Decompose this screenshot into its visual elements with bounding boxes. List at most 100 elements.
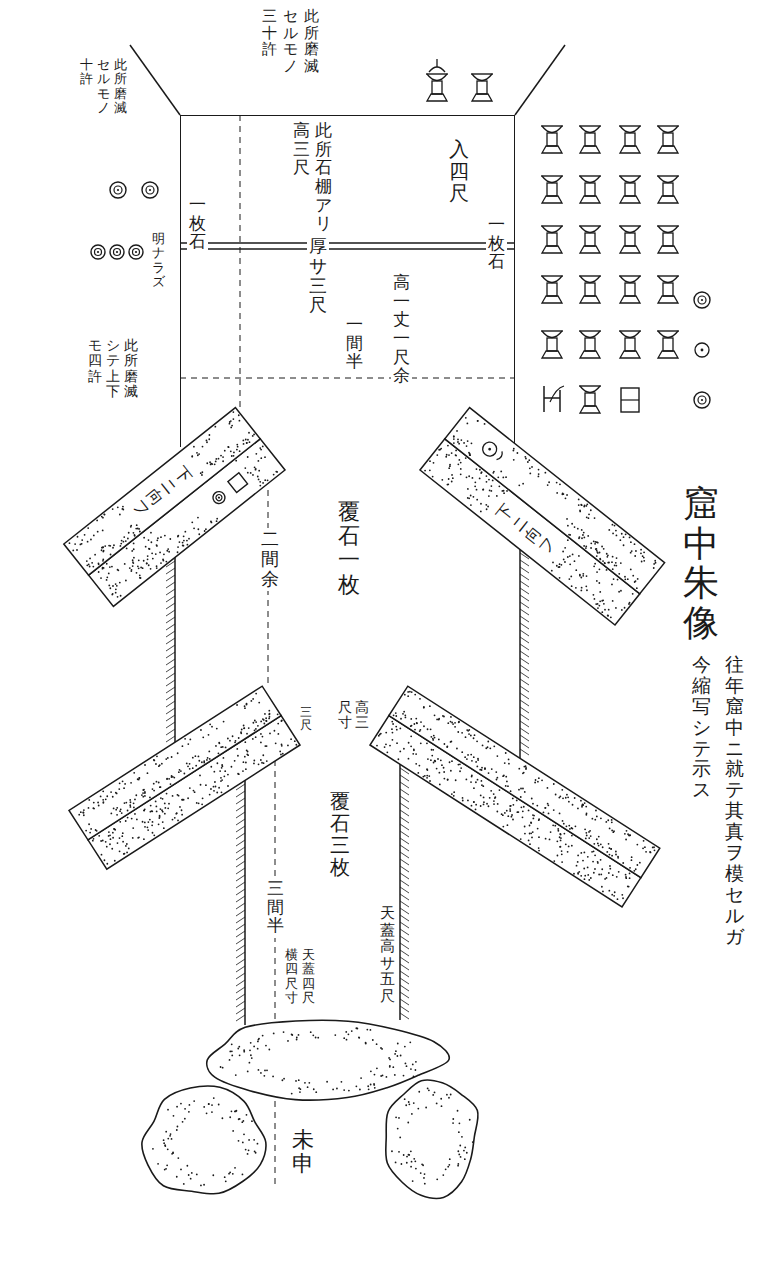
stipple-dot [398,1117,400,1119]
stipple-dot [538,473,540,475]
stipple-dot [125,820,127,822]
wear-note: 此所磨滅 セルモノ 三十許 [262,8,319,76]
stipple-dot [69,542,71,544]
stipple-dot [193,527,195,529]
passage-wall [399,764,401,1020]
box-divider [621,399,639,400]
stipple-dot [581,529,583,531]
stipple-dot [505,476,507,478]
stipple-dot [643,551,645,553]
stipple-dot [141,794,143,796]
stipple-dot [418,765,420,767]
stipple-dot [266,745,268,747]
vessel-base [580,351,600,358]
stipple-dot [404,714,406,716]
stipple-dot [170,783,172,785]
stipple-dot [474,481,476,483]
stipple-dot [222,746,224,748]
stipple-dot [593,540,595,542]
vessel-bowl [542,276,562,283]
stipple-dot [448,467,450,469]
stipple-dot [147,772,149,774]
stipple-dot [582,804,584,806]
stipple-dot [596,541,598,543]
stipple-dot [155,806,157,808]
stipple-dot [100,796,102,798]
stipple-dot [257,1143,259,1145]
wall-hatch [400,824,409,830]
wall-hatch [520,644,529,650]
stipple-dot [479,478,481,480]
stipple-dot [576,865,578,867]
stipple-dot [227,774,229,776]
stipple-dot [312,1034,314,1036]
stipple-dot [257,476,259,478]
stipple-dot [577,872,579,874]
stipple-dot [474,734,476,736]
stipple-dot [133,532,135,534]
stipple-dot [590,547,592,549]
stipple-dot [643,560,645,562]
stipple-dot [599,568,601,570]
stipple-dot [594,598,596,600]
stipple-dot [476,766,478,768]
stipple-dot [501,490,503,492]
stipple-dot [568,578,570,580]
stipple-dot [565,797,567,799]
stipple-dot [223,721,225,723]
stipple-dot [121,508,123,510]
stipple-dot [470,495,472,497]
stipple-dot [473,737,475,739]
stipple-dot [630,552,632,554]
stipple-dot [438,718,440,720]
stipple-dot [559,563,561,565]
stipple-dot [110,554,112,556]
stipple-dot [529,833,531,835]
stipple-dot [496,755,498,757]
stipple-dot [156,810,158,812]
stipple-dot [434,1091,436,1093]
stipple-dot [265,717,267,719]
stipple-dot [410,725,412,727]
wall-edge [130,45,180,115]
stipple-dot [86,564,88,566]
stipple-dot [151,810,153,812]
wall-hatch [400,775,409,781]
stipple-dot [430,736,432,738]
stipple-dot [206,1112,208,1114]
stipple-dot [144,791,146,793]
stipple-dot [294,740,296,742]
stipple-dot [227,785,229,787]
stipple-dot [202,736,204,738]
stipple-dot [206,440,208,442]
stipple-dot [92,807,94,809]
stipple-dot [598,605,600,607]
wall-hatch [166,568,175,574]
stipple-dot [532,818,534,820]
stipple-dot [201,803,203,805]
wall-hatch [166,645,175,651]
stipple-dot [147,555,149,557]
stipple-dot [458,459,460,461]
stipple-dot [280,720,282,722]
wall-hatch [400,908,409,914]
stipple-dot [468,452,470,454]
stipple-dot [580,504,582,506]
stipple-dot [423,1177,425,1179]
stipple-dot [504,812,506,814]
cover-stone-note: 覆石三枚 [330,790,350,878]
stipple-dot [74,543,76,545]
center-dot [701,299,703,301]
stipple-dot [238,1118,240,1120]
stipple-dot [438,719,440,721]
stipple-dot [98,805,100,807]
stipple-dot [424,1173,426,1175]
stipple-dot [386,1076,388,1078]
stipple-dot [210,788,212,790]
stipple-dot [522,483,524,485]
stipple-dot [414,694,416,696]
stipple-dot [438,739,440,741]
stipple-dot [439,784,441,786]
stipple-dot [487,506,489,508]
stipple-dot [537,781,539,783]
